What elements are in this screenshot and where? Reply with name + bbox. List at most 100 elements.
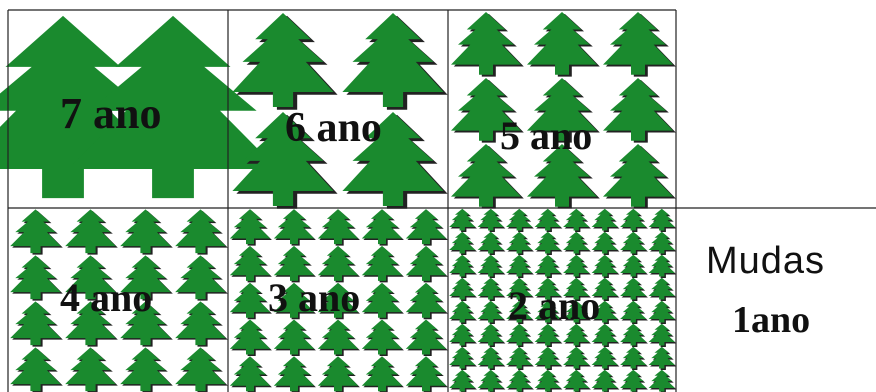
tree-5-6-4 bbox=[563, 347, 591, 370]
tree-5-0-0 bbox=[449, 209, 477, 232]
tree-5-6-0 bbox=[449, 347, 477, 370]
tree-4-0-0 bbox=[230, 209, 272, 246]
tree-5-1-3 bbox=[535, 232, 563, 255]
tree-5-6-2 bbox=[506, 347, 534, 370]
tree-5-3-7 bbox=[649, 278, 677, 301]
tree-4-0-2 bbox=[318, 209, 360, 246]
tree-5-2-6 bbox=[620, 255, 648, 278]
tree-4-4-4 bbox=[406, 356, 448, 392]
tree-5-7-7 bbox=[649, 370, 677, 392]
tree-5-4-7 bbox=[649, 301, 677, 324]
tree-4-2-3 bbox=[362, 283, 404, 320]
tree-5-6-5 bbox=[592, 347, 620, 370]
tree-5-5-6 bbox=[620, 324, 648, 347]
tree-3-0-2 bbox=[120, 209, 173, 254]
tree-5-7-5 bbox=[592, 370, 620, 392]
tree-2-0-2 bbox=[603, 12, 676, 77]
tree-3-3-1 bbox=[65, 347, 118, 392]
tree-5-7-1 bbox=[478, 370, 506, 392]
tree-5-3-6 bbox=[620, 278, 648, 301]
tree-4-0-4 bbox=[406, 209, 448, 246]
cell-label-2: 2 ano bbox=[508, 282, 600, 329]
tree-4-4-2 bbox=[318, 356, 360, 392]
tree-4-3-3 bbox=[362, 320, 404, 357]
tree-5-2-2 bbox=[506, 255, 534, 278]
tree-3-2-3 bbox=[175, 301, 228, 346]
cell-label-4: 4 ano bbox=[60, 274, 152, 321]
tree-5-0-2 bbox=[506, 209, 534, 232]
tree-5-6-6 bbox=[620, 347, 648, 370]
tree-4-1-3 bbox=[362, 246, 404, 283]
tree-5-2-7 bbox=[649, 255, 677, 278]
tree-5-0-6 bbox=[620, 209, 648, 232]
tree-5-6-1 bbox=[478, 347, 506, 370]
tree-3-0-0 bbox=[10, 209, 63, 254]
cell-label-6: 6 ano bbox=[285, 104, 382, 152]
tree-3-3-0 bbox=[10, 347, 63, 392]
tree-5-5-0 bbox=[449, 324, 477, 347]
tree-5-1-0 bbox=[449, 232, 477, 255]
tree-5-7-0 bbox=[449, 370, 477, 392]
tree-1-0-0 bbox=[232, 13, 337, 110]
tree-5-7-3 bbox=[535, 370, 563, 392]
tree-5-1-2 bbox=[506, 232, 534, 255]
tree-5-4-0 bbox=[449, 301, 477, 324]
tree-5-6-7 bbox=[649, 347, 677, 370]
mudas-year-label: 1ano bbox=[732, 298, 810, 342]
tree-5-7-2 bbox=[506, 370, 534, 392]
cell-label-5: 5 ano bbox=[500, 112, 592, 159]
mudas-label: Mudas bbox=[706, 240, 825, 283]
tree-2-1-2 bbox=[603, 78, 676, 143]
tree-5-1-1 bbox=[478, 232, 506, 255]
tree-3-1-3 bbox=[175, 255, 228, 300]
tree-5-5-1 bbox=[478, 324, 506, 347]
tree-5-1-4 bbox=[563, 232, 591, 255]
tree-4-3-4 bbox=[406, 320, 448, 357]
tree-4-2-0 bbox=[230, 283, 272, 320]
tree-5-2-0 bbox=[449, 255, 477, 278]
tree-4-4-3 bbox=[362, 356, 404, 392]
tree-5-1-6 bbox=[620, 232, 648, 255]
tree-4-0-1 bbox=[274, 209, 316, 246]
tree-5-2-1 bbox=[478, 255, 506, 278]
cell-label-3: 3 ano bbox=[268, 274, 360, 321]
tree-1-0-1 bbox=[342, 13, 447, 110]
tree-5-0-4 bbox=[563, 209, 591, 232]
tree-4-4-0 bbox=[230, 356, 272, 392]
tree-5-0-7 bbox=[649, 209, 677, 232]
tree-3-3-2 bbox=[120, 347, 173, 392]
tree-5-2-5 bbox=[592, 255, 620, 278]
tree-3-2-0 bbox=[10, 301, 63, 346]
tree-5-3-0 bbox=[449, 278, 477, 301]
tree-5-4-6 bbox=[620, 301, 648, 324]
tree-2-0-1 bbox=[527, 12, 600, 77]
tree-2-0-0 bbox=[451, 12, 524, 77]
tree-4-3-0 bbox=[230, 320, 272, 357]
tree-5-7-6 bbox=[620, 370, 648, 392]
tree-4-1-4 bbox=[406, 246, 448, 283]
tree-4-1-0 bbox=[230, 246, 272, 283]
tree-4-2-4 bbox=[406, 283, 448, 320]
tree-5-1-7 bbox=[649, 232, 677, 255]
tree-5-0-1 bbox=[478, 209, 506, 232]
tree-5-2-4 bbox=[563, 255, 591, 278]
tree-3-1-0 bbox=[10, 255, 63, 300]
tree-5-4-1 bbox=[478, 301, 506, 324]
tree-4-3-1 bbox=[274, 320, 316, 357]
tree-5-5-7 bbox=[649, 324, 677, 347]
tree-5-2-3 bbox=[535, 255, 563, 278]
tree-4-0-3 bbox=[362, 209, 404, 246]
tree-3-3-3 bbox=[175, 347, 228, 392]
tree-5-7-4 bbox=[563, 370, 591, 392]
tree-5-6-3 bbox=[535, 347, 563, 370]
tree-2-2-2 bbox=[603, 144, 676, 209]
tree-3-0-1 bbox=[65, 209, 118, 254]
tree-4-3-2 bbox=[318, 320, 360, 357]
tree-5-3-1 bbox=[478, 278, 506, 301]
tree-5-1-5 bbox=[592, 232, 620, 255]
tree-5-0-5 bbox=[592, 209, 620, 232]
tree-4-4-1 bbox=[274, 356, 316, 392]
tree-3-0-3 bbox=[175, 209, 228, 254]
cell-label-7: 7 ano bbox=[60, 88, 161, 139]
